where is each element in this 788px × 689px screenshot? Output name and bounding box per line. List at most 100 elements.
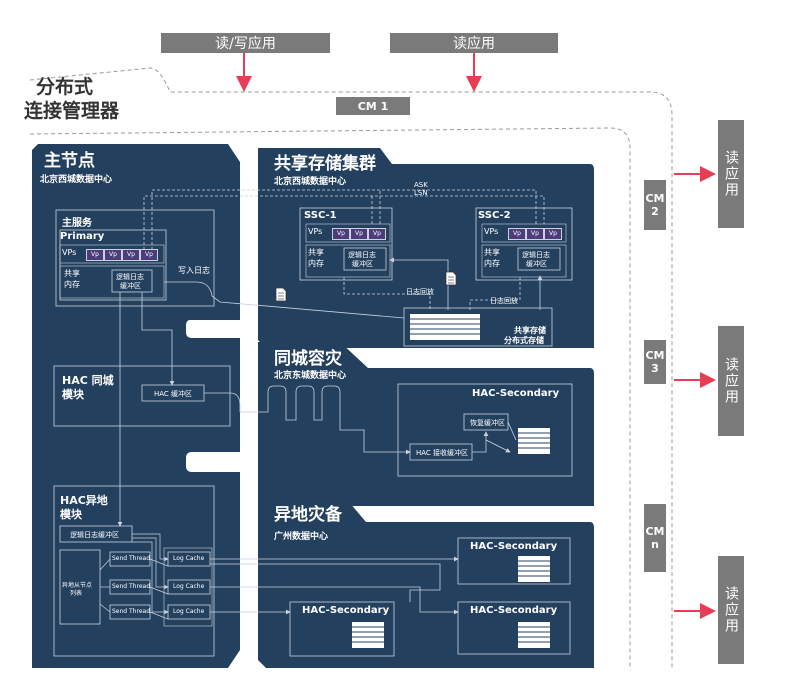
log-replay-label-1: 日志回放 [406, 288, 434, 296]
send-thread-label-1: Send Thread [112, 555, 150, 562]
log-cache-label-1: Log Cache [173, 555, 205, 562]
ask-label: ASK [414, 181, 428, 189]
ssc2-label: SSC-2 [478, 210, 511, 221]
manager-boundary [29, 67, 673, 670]
read-app-button-1[interactable]: 读应用 [718, 120, 744, 228]
city-dr-title: 同城容灾 [274, 349, 342, 369]
write-log-label: 写入日志 [178, 266, 210, 275]
main-service-label: 主服务 [62, 218, 92, 229]
hac-remote-box [53, 485, 215, 657]
ssc1-log-buffer-line1: 逻辑日志 [348, 251, 376, 259]
primary-label: Primary [60, 231, 105, 242]
cm1-label: CM 1 [336, 97, 410, 115]
remote-hac-secondary-box-3 [457, 601, 571, 655]
replica-list-line2: 列表 [70, 590, 83, 597]
ssc2-mem-row [481, 244, 567, 278]
primary-shared-mem-line1: 共享 [64, 269, 80, 278]
ssc1-log-buffer [343, 247, 387, 271]
city-hac-secondary-label: HAC-Secondary [472, 388, 560, 399]
ssc1-shared-mem-line1: 共享 [308, 248, 324, 257]
receive-buffer-label: HAC 接收缓冲区 [416, 449, 469, 457]
primary-vp-4: Vp [140, 249, 158, 261]
ssc2-vps-label: VPs [484, 227, 499, 236]
shared-storage-panel [258, 148, 594, 348]
remote-dr-title: 异地灾备 [274, 505, 342, 525]
read-app-button-2[interactable]: 读应用 [718, 326, 744, 436]
log-replay-label-2: 日志回放 [490, 297, 518, 305]
primary-vp-1: Vp [86, 249, 104, 261]
hac-remote-title-line2: 模块 [60, 508, 82, 521]
ssc1-label: SSC-1 [304, 210, 337, 221]
remote-log-buffer-label: 逻辑日志缓冲区 [70, 531, 119, 539]
shared-storage-title: 共享存储集群 [274, 154, 376, 174]
primary-shared-mem-line2: 内存 [64, 280, 80, 289]
send-thread-label-2: Send Thread [112, 583, 150, 590]
ssc2-vp-3: Vp [544, 228, 562, 240]
remote-db-3 [517, 621, 551, 649]
primary-vp-2: Vp [104, 249, 122, 261]
primary-node-panel [32, 144, 240, 668]
read-app-button[interactable]: 读应用 [390, 33, 558, 53]
read-write-app-button[interactable]: 读/写应用 [161, 33, 330, 53]
primary-node-subtitle: 北京西城数据中心 [40, 175, 113, 185]
read-app-button-3[interactable]: 读应用 [718, 556, 744, 664]
ssc1-vp-1: Vp [332, 228, 350, 240]
city-hac-secondary-box [397, 383, 573, 477]
manager-inner-boundary [29, 127, 631, 670]
log-doc-icon-1 [275, 287, 287, 302]
ssc1-box [299, 207, 393, 281]
hac-city-title-line1: HAC 同城 [62, 374, 114, 387]
city-dr-database [517, 427, 551, 455]
ssc2-log-buffer-line1: 逻辑日志 [522, 251, 550, 259]
city-dr-subtitle: 北京东城数据中心 [274, 371, 347, 381]
replica-list-line1: 异地从节点 [62, 582, 93, 589]
remote-hac-secondary-box-2 [289, 601, 395, 657]
shared-storage-subtitle: 北京西城数据中心 [274, 177, 347, 187]
hac-city-title-line2: 模块 [62, 388, 84, 401]
log-cache-label-2: Log Cache [173, 583, 205, 590]
ssc1-vp-3: Vp [368, 228, 386, 240]
ssc2-vps-row [481, 223, 567, 243]
hac-remote-title-line1: HAC异地 [60, 494, 108, 507]
vps-row [59, 244, 165, 264]
shared-storage-stack [410, 314, 480, 340]
remote-db-1 [517, 555, 551, 583]
remote-hac-secondary-label-2: HAC-Secondary [302, 605, 390, 616]
primary-box [59, 229, 167, 301]
ssc1-vps-label: VPs [308, 227, 323, 236]
primary-log-buffer-line2: 缓冲区 [120, 282, 141, 290]
remote-dr-panel [258, 496, 594, 668]
log-cache-label-3: Log Cache [173, 608, 205, 615]
ssc2-vp-2: Vp [526, 228, 544, 240]
city-dr-panel [258, 342, 594, 506]
remote-db-2 [351, 621, 385, 649]
ssc1-vp-2: Vp [350, 228, 368, 240]
storage-label-line1: 共享存储 [514, 326, 546, 335]
ssc1-log-buffer-line2: 缓冲区 [352, 260, 373, 268]
send-thread-label-3: Send Thread [112, 608, 150, 615]
primary-node-title: 主节点 [44, 151, 95, 171]
hac-city-buffer-label: HAC 缓冲区 [154, 390, 193, 398]
primary-vps-label: VPs [62, 248, 77, 257]
storage-label-line2: 分布式存储 [504, 336, 544, 345]
main-service-box [55, 209, 215, 307]
ssc2-log-buffer-line2: 缓冲区 [526, 260, 547, 268]
ssc2-shared-mem-line1: 共享 [484, 248, 500, 257]
ssc2-shared-mem-line2: 内存 [484, 259, 500, 268]
remote-hac-secondary-label-3: HAC-Secondary [470, 605, 558, 616]
remote-dr-subtitle: 广州数据中心 [274, 532, 329, 542]
primary-vp-3: Vp [122, 249, 140, 261]
ssc2-vp-1: Vp [508, 228, 526, 240]
remote-hac-secondary-label-1: HAC-Secondary [470, 541, 558, 552]
lsn-label: LSN [414, 189, 428, 197]
primary-log-buffer-box [111, 269, 153, 293]
recovery-buffer-label: 恢复缓冲区 [470, 419, 505, 427]
shared-storage-box [403, 307, 553, 347]
log-doc-icon-2 [445, 271, 457, 286]
ssc1-shared-mem-line2: 内存 [308, 259, 324, 268]
ssc1-vps-row [305, 223, 391, 243]
